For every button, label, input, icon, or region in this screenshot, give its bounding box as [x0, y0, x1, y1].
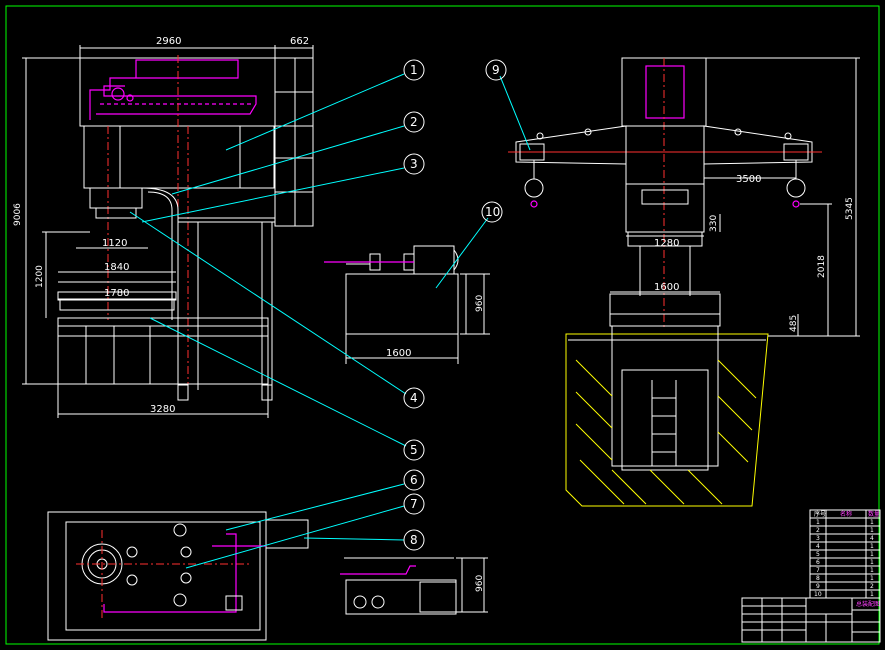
- drawing-border: [5, 5, 880, 645]
- svg-text:10: 10: [814, 591, 822, 598]
- side-view: [508, 57, 860, 507]
- balloon-5: 5: [403, 439, 425, 461]
- svg-text:6: 6: [816, 559, 820, 566]
- dim-front-1840: 1840: [104, 262, 129, 273]
- svg-text:8: 8: [816, 575, 820, 582]
- svg-text:2: 2: [870, 583, 874, 590]
- svg-text:数量: 数量: [868, 510, 880, 518]
- svg-text:5: 5: [410, 443, 418, 457]
- balloon-3: 3: [403, 153, 425, 175]
- dim-side-1280: 1280: [654, 238, 679, 249]
- svg-text:3: 3: [410, 157, 418, 171]
- svg-text:1: 1: [870, 527, 874, 534]
- dim-front-1200: 1200: [35, 265, 45, 288]
- svg-text:1: 1: [870, 591, 874, 598]
- balloon-6: 6: [403, 469, 425, 491]
- dim-side-485: 485: [789, 315, 799, 332]
- svg-text:2: 2: [410, 115, 418, 129]
- dim-front-side: 662: [290, 36, 309, 47]
- pump-detail-view: [340, 557, 488, 615]
- dim-side-2018: 2018: [817, 255, 827, 278]
- dim-side-3500: 3500: [736, 174, 761, 185]
- svg-text:9: 9: [492, 63, 500, 77]
- svg-text:7: 7: [816, 567, 820, 574]
- leader-lines: [129, 73, 531, 569]
- balloon-8: 8: [403, 529, 425, 551]
- dim-front-1120: 1120: [102, 238, 127, 249]
- svg-text:1: 1: [870, 575, 874, 582]
- balloon-7: 7: [403, 493, 425, 515]
- svg-text:6: 6: [410, 473, 418, 487]
- svg-text:1: 1: [870, 543, 874, 550]
- dim-side-1600: 1600: [654, 282, 679, 293]
- pump-unit-view: [324, 245, 490, 364]
- svg-text:5: 5: [816, 551, 820, 558]
- balloon-10: 10: [481, 201, 503, 223]
- svg-text:8: 8: [410, 533, 418, 547]
- svg-text:1: 1: [870, 519, 874, 526]
- balloon-1: 1: [403, 59, 425, 81]
- dim-detail-960: 960: [475, 575, 485, 592]
- svg-text:序号: 序号: [814, 510, 826, 518]
- balloon-2: 2: [403, 111, 425, 133]
- svg-text:名称: 名称: [840, 510, 852, 518]
- dim-front-width: 2960: [156, 36, 181, 47]
- svg-text:1: 1: [816, 519, 820, 526]
- svg-text:1: 1: [410, 63, 418, 77]
- svg-text:1: 1: [870, 567, 874, 574]
- dim-front-1780: 1780: [104, 288, 129, 299]
- parts-table: 序号 名称 数量 1 1 2 1 3 4 4 1 5 1 6 1 7 1 8 1…: [809, 509, 881, 599]
- svg-text:7: 7: [410, 497, 418, 511]
- plan-view: [47, 511, 309, 641]
- svg-text:1: 1: [870, 551, 874, 558]
- svg-text:1: 1: [870, 559, 874, 566]
- balloon-9: 9: [485, 59, 507, 81]
- title-block: 总装配图: [741, 597, 881, 643]
- dim-pump-height: 960: [475, 295, 485, 312]
- svg-text:10: 10: [485, 205, 500, 219]
- dim-pump-width: 1600: [386, 348, 411, 359]
- drawing-number: 总装配图: [856, 600, 880, 608]
- dim-side-330: 330: [709, 215, 719, 232]
- svg-text:4: 4: [870, 535, 874, 542]
- dim-side-5345: 5345: [845, 197, 855, 220]
- dim-front-base: 3280: [150, 404, 175, 415]
- front-view: [22, 45, 314, 418]
- dim-front-height: 9006: [13, 203, 23, 226]
- svg-text:2: 2: [816, 527, 820, 534]
- svg-text:9: 9: [816, 583, 820, 590]
- balloon-4: 4: [403, 387, 425, 409]
- svg-text:4: 4: [410, 391, 418, 405]
- svg-text:3: 3: [816, 535, 820, 542]
- svg-text:4: 4: [816, 543, 820, 550]
